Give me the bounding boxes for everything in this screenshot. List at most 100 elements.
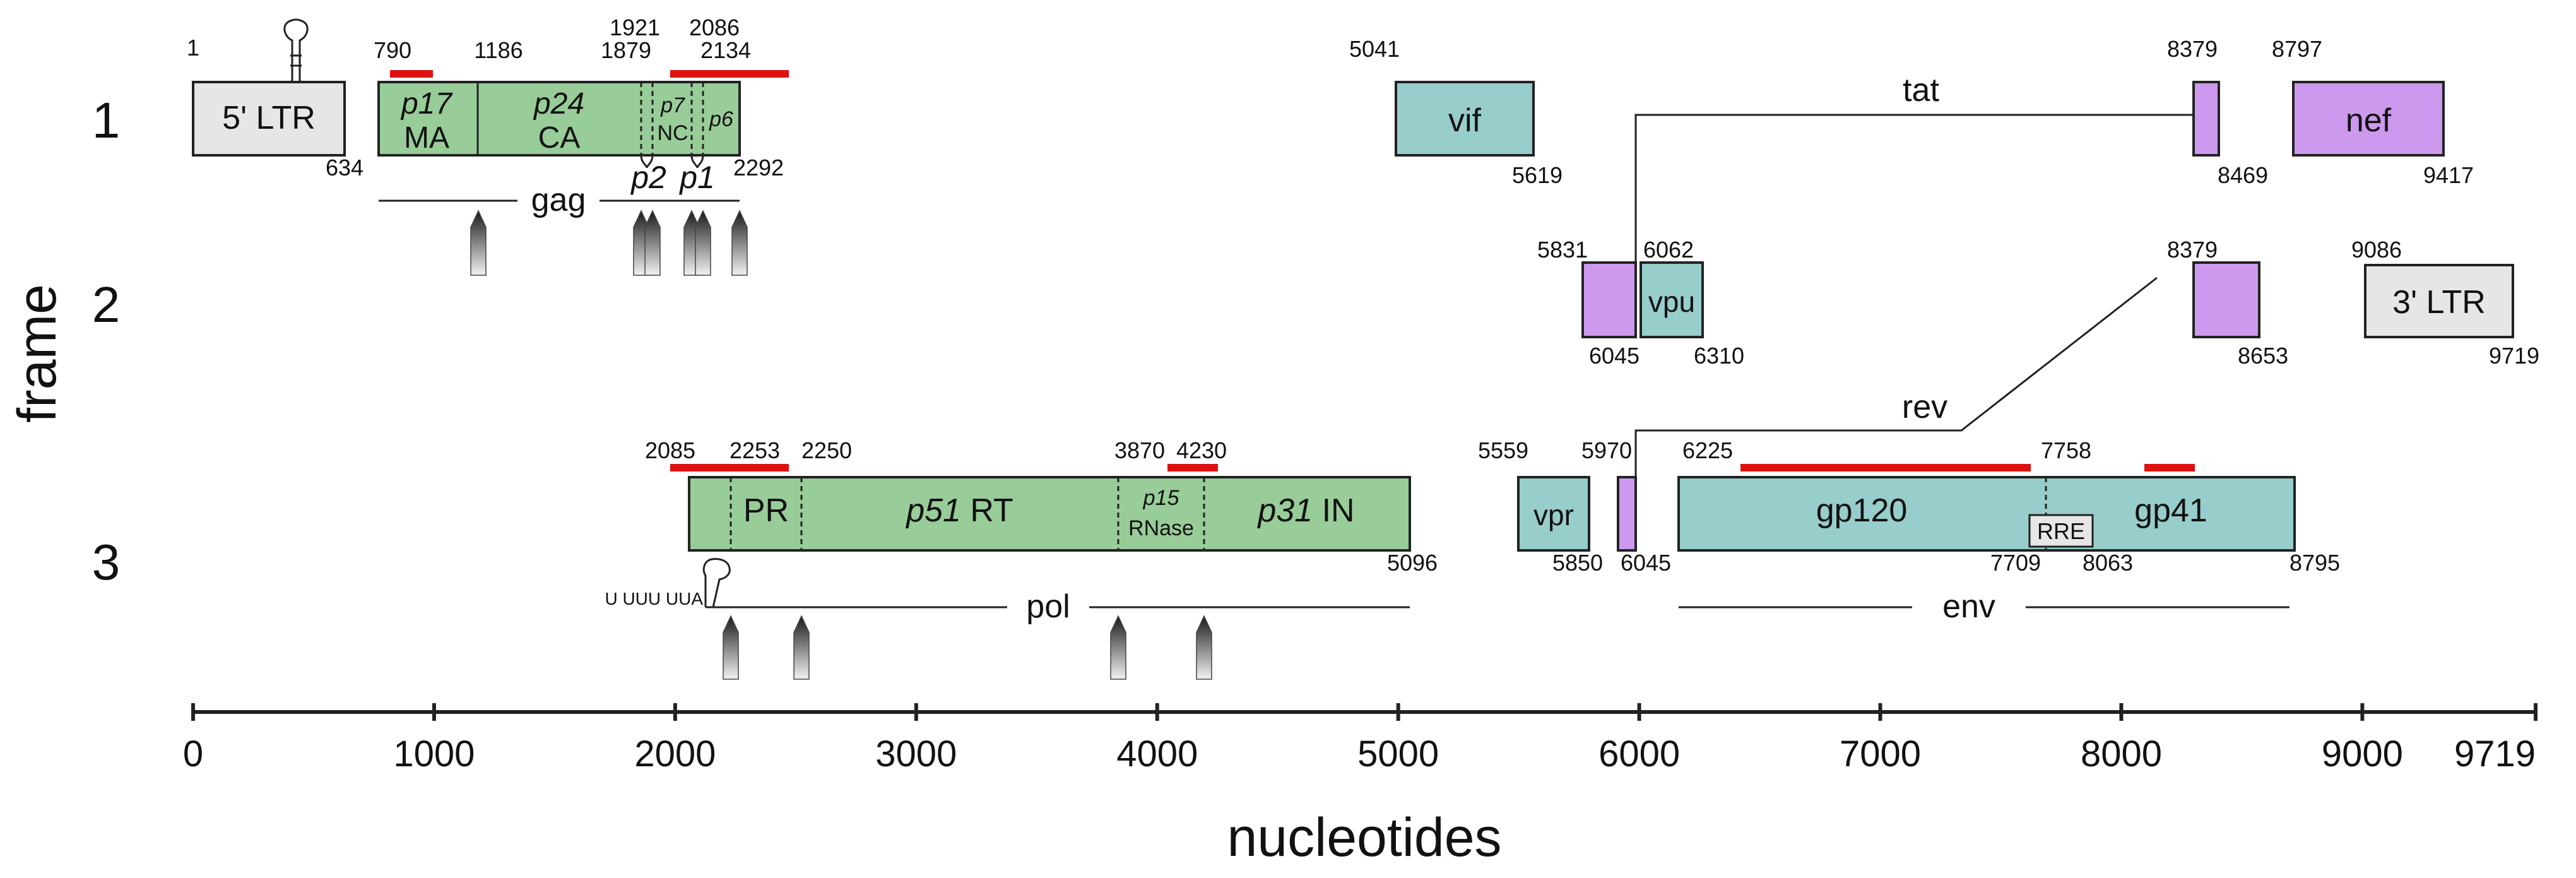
- frame-label-1: 1: [92, 92, 121, 148]
- position-label: 2085: [645, 437, 695, 463]
- position-label: 6045: [1621, 550, 1671, 576]
- ltr3-box: [2364, 264, 2514, 338]
- ma-label: MA: [404, 121, 449, 155]
- rev-exon2-box: [2192, 261, 2260, 338]
- p51-rt-label: p51 RT: [905, 492, 1013, 529]
- frame-label-3: 3: [92, 534, 121, 590]
- position-label: 1921: [610, 15, 660, 40]
- p1-bracket: [690, 155, 704, 169]
- gag-box: [377, 81, 741, 157]
- cleavage-arrow-icon: [1196, 615, 1212, 680]
- cleavage-arrow-icon: [723, 615, 739, 680]
- p24-label: p24: [533, 87, 584, 121]
- position-label: 6310: [1694, 343, 1744, 369]
- position-label: 2250: [801, 437, 852, 463]
- x-axis-tick-label: 2000: [634, 733, 716, 774]
- in-label: IN: [1322, 492, 1355, 529]
- p7-label: p7: [660, 93, 685, 117]
- ltr5-label: 5' LTR: [222, 100, 316, 136]
- cleavage-arrow-icon: [644, 210, 661, 276]
- pol-label: pol: [1026, 588, 1070, 625]
- p2-bracket: [640, 155, 654, 169]
- x-axis-tick-label: 5000: [1357, 733, 1439, 774]
- highlight-bar: [670, 70, 789, 78]
- nc-label: NC: [657, 121, 688, 145]
- cleavage-arrows: [470, 210, 1212, 680]
- p15-label: p15: [1143, 486, 1179, 510]
- position-label: 8063: [2083, 550, 2133, 576]
- cleavage-arrow-icon: [731, 210, 748, 276]
- y-axis-label: frame: [7, 284, 68, 423]
- position-label: 5096: [1387, 550, 1438, 576]
- rnase-label: RNase: [1128, 516, 1194, 540]
- rre-label: RRE: [2037, 518, 2085, 544]
- position-label: 634: [326, 155, 363, 181]
- position-label: 7758: [2041, 437, 2091, 463]
- gag-label: gag: [531, 182, 586, 218]
- tat-splice-line: [1634, 114, 2194, 263]
- ltr5-box: [192, 81, 346, 157]
- ltr3-label: 3' LTR: [2392, 284, 2486, 321]
- rev-label: rev: [1902, 389, 1947, 425]
- position-label: 8379: [2167, 237, 2218, 263]
- position-label: 6045: [1589, 343, 1640, 369]
- slippery-sequence-label: U UUU UUA: [605, 589, 703, 608]
- p1-label: p1: [678, 160, 715, 195]
- frame-label-2: 2: [92, 276, 121, 333]
- position-label: 7709: [1990, 550, 2041, 576]
- vif-label: vif: [1448, 102, 1482, 139]
- pr-label: PR: [743, 492, 789, 529]
- position-label: 2134: [700, 37, 751, 63]
- pol-box: [688, 476, 1411, 552]
- gp41-label: gp41: [2134, 492, 2207, 529]
- position-label: 2253: [730, 437, 780, 463]
- x-axis-tick-label: 3000: [875, 733, 957, 774]
- position-label: 8469: [2218, 162, 2268, 188]
- nef-box: [2292, 81, 2445, 157]
- vif-box: [1395, 81, 1535, 157]
- position-label: 9086: [2351, 237, 2402, 263]
- highlight-bar: [390, 70, 433, 78]
- p17-label: p17: [400, 87, 453, 121]
- x-axis-tick-label: 9719: [2454, 733, 2536, 774]
- position-label: 8653: [2238, 343, 2288, 369]
- rre-box: [2028, 514, 2094, 548]
- position-label: 1: [187, 35, 199, 61]
- vpr-label: vpr: [1533, 499, 1574, 531]
- rt-label: RT: [970, 492, 1013, 529]
- tat-exon1-box: [1581, 261, 1637, 338]
- highlight-bar: [1740, 464, 2031, 472]
- tat-label: tat: [1903, 72, 1939, 109]
- tar-hairpin-icon: [283, 18, 309, 82]
- highlight-bar: [1167, 464, 1218, 472]
- x-axis-tick-label: 1000: [393, 733, 475, 774]
- vpu-box: [1640, 261, 1704, 338]
- position-label: 8795: [2289, 550, 2340, 576]
- position-label: 8797: [2272, 36, 2322, 62]
- cleavage-arrow-icon: [793, 615, 810, 680]
- x-axis-tick-label: 6000: [1598, 733, 1680, 774]
- position-label: 6062: [1643, 237, 1694, 263]
- p31-label: p31: [1256, 492, 1313, 529]
- x-axis-tick-label: 0: [183, 733, 203, 774]
- p51-label: p51: [905, 492, 961, 529]
- rev-exon1-box: [1617, 476, 1637, 552]
- vpr-box: [1517, 476, 1590, 552]
- cleavage-arrow-icon: [695, 210, 711, 276]
- nef-label: nef: [2346, 102, 2392, 139]
- env-label: env: [1942, 588, 1995, 625]
- gp120-label: gp120: [1816, 492, 1908, 529]
- rev-splice-line: [1634, 276, 2158, 477]
- env-box: [1677, 476, 2296, 552]
- position-label: 5831: [1537, 237, 1588, 263]
- ca-label: CA: [538, 121, 581, 155]
- p31-in-label: p31 IN: [1256, 492, 1354, 529]
- position-label: 3870: [1114, 437, 1165, 463]
- highlight-bar: [2144, 464, 2195, 472]
- tat-exon2-box: [2192, 81, 2220, 157]
- position-label: 5559: [1478, 437, 1528, 463]
- p6-label: p6: [709, 107, 733, 131]
